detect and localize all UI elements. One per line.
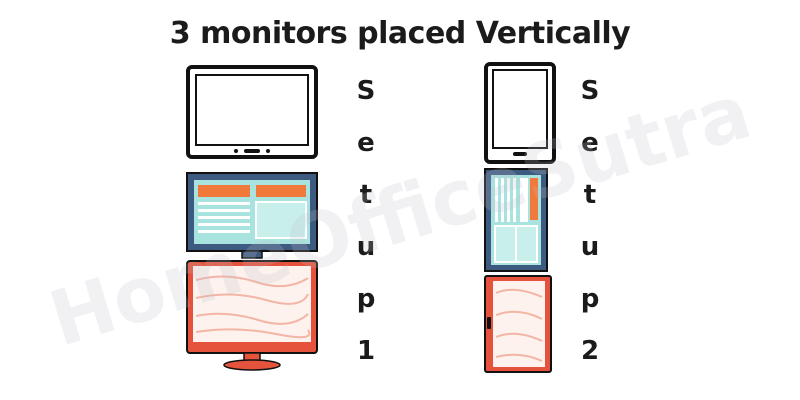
tablet-landscape-icon	[186, 65, 318, 159]
letter: e	[357, 128, 375, 158]
letter: u	[356, 232, 376, 262]
monitor-blue-icon	[186, 172, 318, 259]
letter: p	[580, 284, 600, 314]
portrait-monitor-blue-icon	[484, 168, 548, 272]
page-title: 3 monitors placed Vertically	[169, 16, 631, 51]
letter: t	[359, 180, 373, 210]
setup-1-label: S e t u p 1	[351, 65, 381, 377]
letter: e	[581, 128, 599, 158]
monitor-red-icon	[186, 260, 318, 371]
tablet-portrait-icon	[484, 62, 556, 164]
letter: 2	[580, 336, 600, 366]
letter: u	[580, 232, 600, 262]
portrait-monitor-red-icon	[484, 275, 552, 373]
setup-2-label: S e t u p 2	[575, 65, 605, 377]
letter: 1	[356, 336, 376, 366]
letter: t	[583, 180, 597, 210]
letter: S	[356, 76, 376, 106]
letter: S	[580, 76, 600, 106]
letter: p	[356, 284, 376, 314]
watermark: HomeOfficeSutra	[39, 66, 761, 364]
